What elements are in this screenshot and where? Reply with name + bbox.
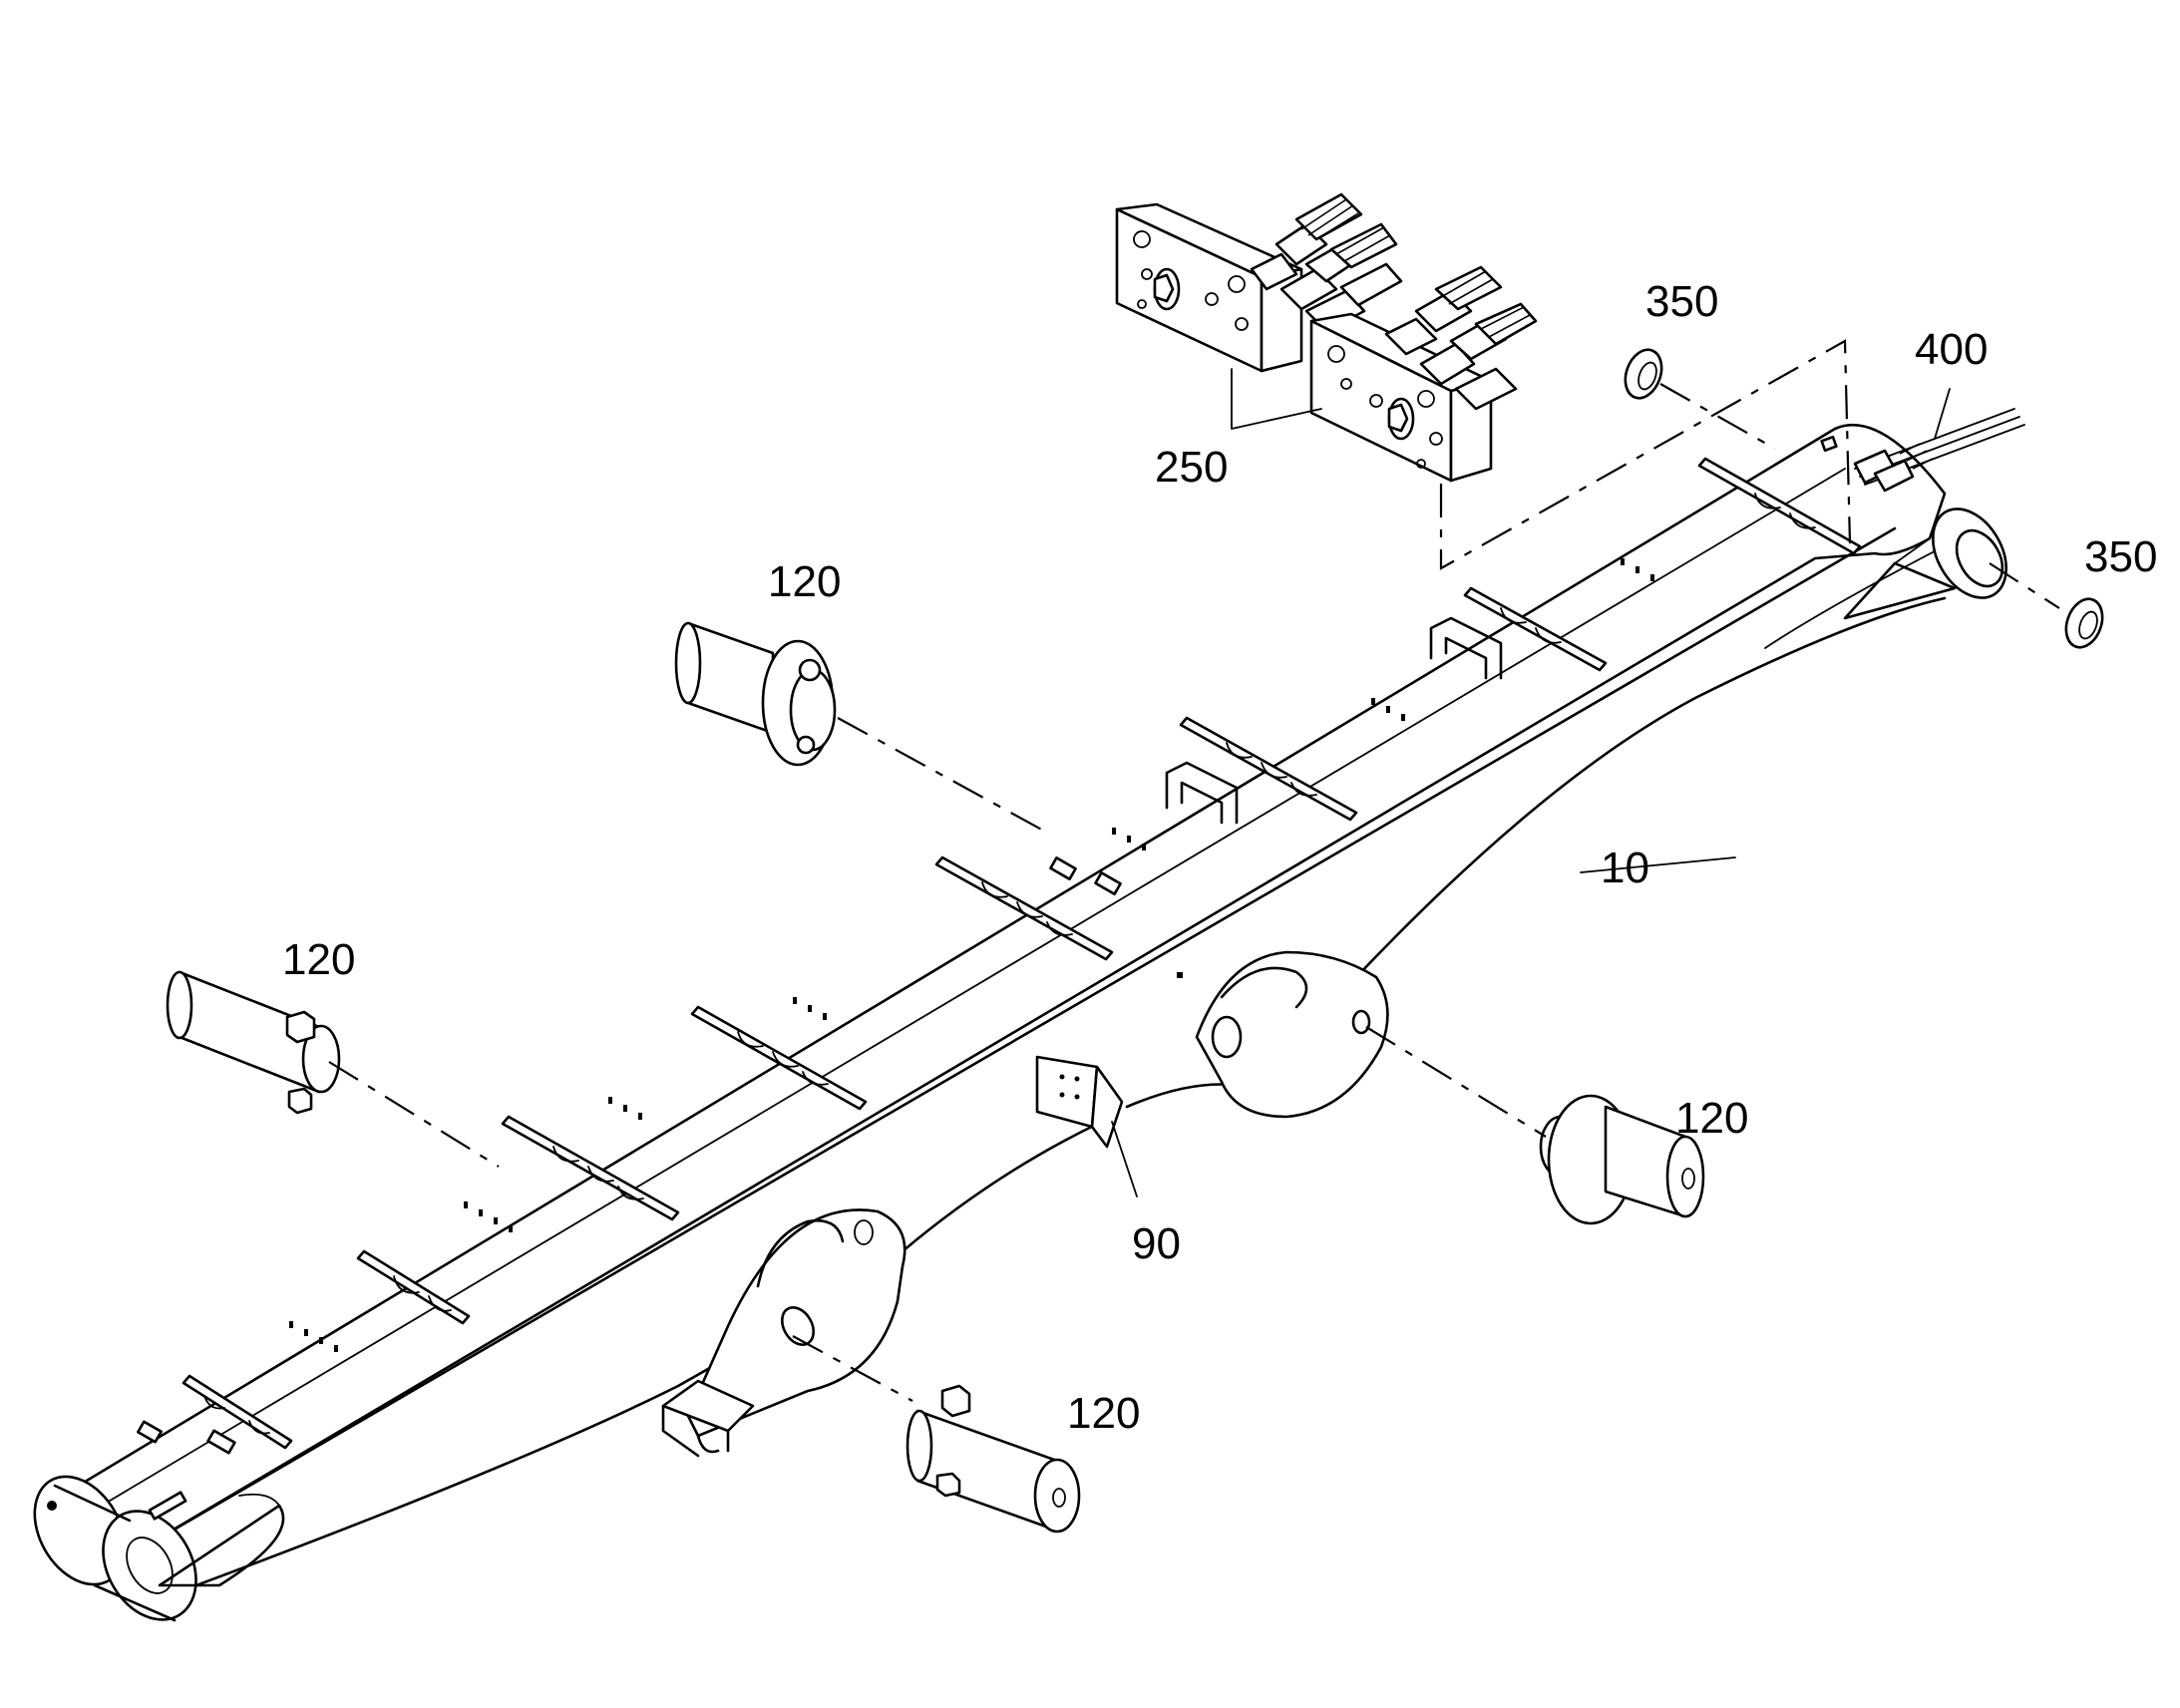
hose-guides bbox=[1165, 616, 1503, 825]
pin-left bbox=[166, 970, 341, 1115]
manifold-block-upper bbox=[1115, 192, 1403, 373]
washer-right bbox=[2064, 597, 2104, 649]
pin-upper-left bbox=[674, 621, 837, 767]
rail-bracket bbox=[1697, 457, 1862, 555]
callout-labels: 10 90 120 120 120 120 250 350 350 400 bbox=[282, 277, 2157, 1438]
label-pin-right: 120 bbox=[1675, 1094, 1748, 1143]
lug-bracket-upper bbox=[1177, 950, 1389, 1119]
label-pin-bottom: 120 bbox=[1067, 1389, 1140, 1438]
lug-bracket-lower bbox=[661, 1208, 907, 1458]
hose-fittings bbox=[1384, 265, 1538, 411]
rail-bracket bbox=[182, 1374, 293, 1450]
pin-right bbox=[1539, 1094, 1705, 1225]
leader-lines bbox=[1111, 368, 1951, 1197]
assembly-lines bbox=[328, 339, 2060, 1402]
hose-clamp bbox=[1820, 408, 2025, 493]
rail-bracket bbox=[1463, 586, 1608, 672]
rail-bracket bbox=[934, 855, 1114, 961]
pin-bottom bbox=[906, 1384, 1081, 1534]
manifold-block-lower bbox=[1309, 265, 1538, 483]
label-pin-left: 120 bbox=[282, 935, 355, 984]
label-pin-upper-left: 120 bbox=[768, 557, 841, 606]
bolt-hole-pattern bbox=[137, 558, 1654, 1521]
label-bracket: 90 bbox=[1132, 1219, 1181, 1268]
label-clamp: 400 bbox=[1915, 325, 1988, 374]
label-washer-top: 350 bbox=[1645, 277, 1718, 326]
rail-bracket bbox=[501, 1115, 680, 1221]
part-90-plate bbox=[1035, 1055, 1124, 1149]
hose-fittings bbox=[1250, 192, 1403, 333]
rail-bracket bbox=[1179, 716, 1358, 822]
label-boom: 10 bbox=[1601, 844, 1649, 892]
washer-top bbox=[1624, 348, 1663, 400]
boom-body bbox=[33, 424, 2007, 1622]
rail-bracket bbox=[356, 1249, 471, 1325]
label-manifold: 250 bbox=[1155, 443, 1228, 492]
rail-bracket bbox=[690, 1005, 868, 1111]
label-washer-right: 350 bbox=[2084, 532, 2157, 581]
cable-rail-brackets bbox=[182, 457, 1862, 1450]
